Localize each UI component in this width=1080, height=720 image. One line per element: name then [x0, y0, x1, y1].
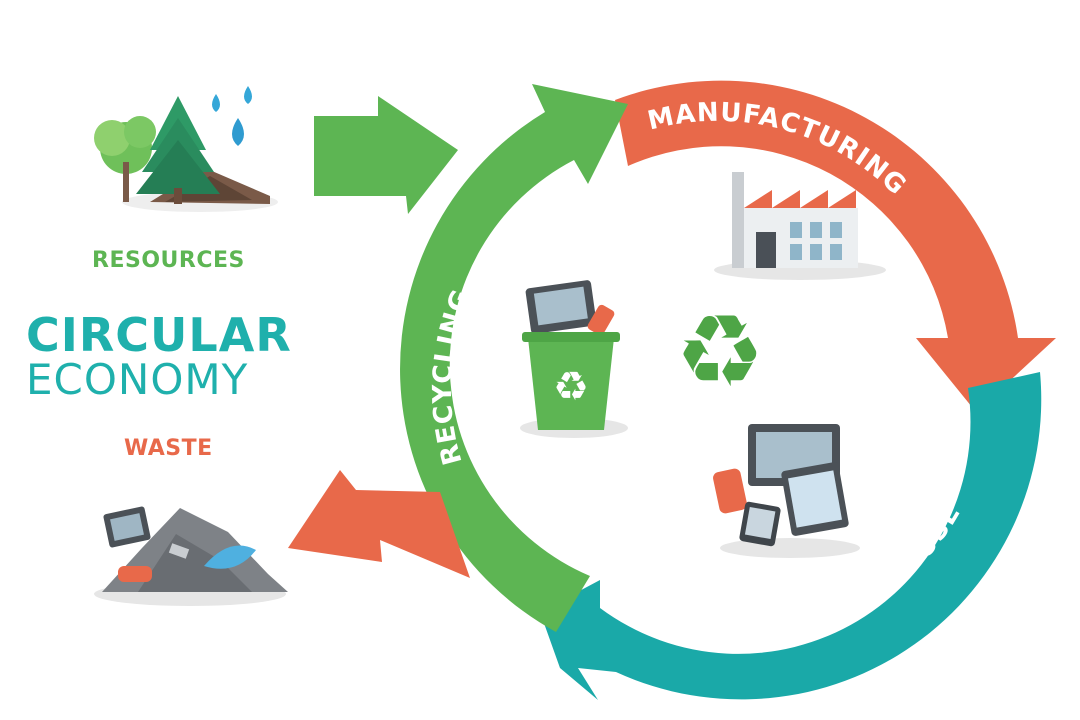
- consumption-arrow: [540, 372, 1042, 700]
- diagram-title: CIRCULAR ECONOMY: [26, 312, 296, 402]
- svg-text:♻: ♻: [675, 293, 765, 410]
- recycle-bin-icon: ♻: [520, 280, 628, 438]
- devices-icon: [713, 424, 860, 558]
- trees-water-drops-icon: [94, 86, 278, 212]
- waste-pile-icon: [94, 506, 288, 606]
- title-line-1: CIRCULAR: [26, 308, 292, 362]
- resources-label: RESOURCES: [92, 248, 245, 273]
- waste-outflow-arrow: [288, 470, 470, 578]
- recycle-symbol-icon: ♻: [675, 293, 765, 410]
- recycling-arrow: [400, 84, 628, 632]
- factory-icon: [714, 172, 886, 280]
- svg-text:♻: ♻: [553, 364, 589, 410]
- manufacturing-arrow: [615, 80, 1056, 412]
- waste-label: WASTE: [124, 436, 213, 461]
- title-line-2: ECONOMY: [26, 355, 249, 404]
- resources-inflow-arrow: [314, 96, 458, 214]
